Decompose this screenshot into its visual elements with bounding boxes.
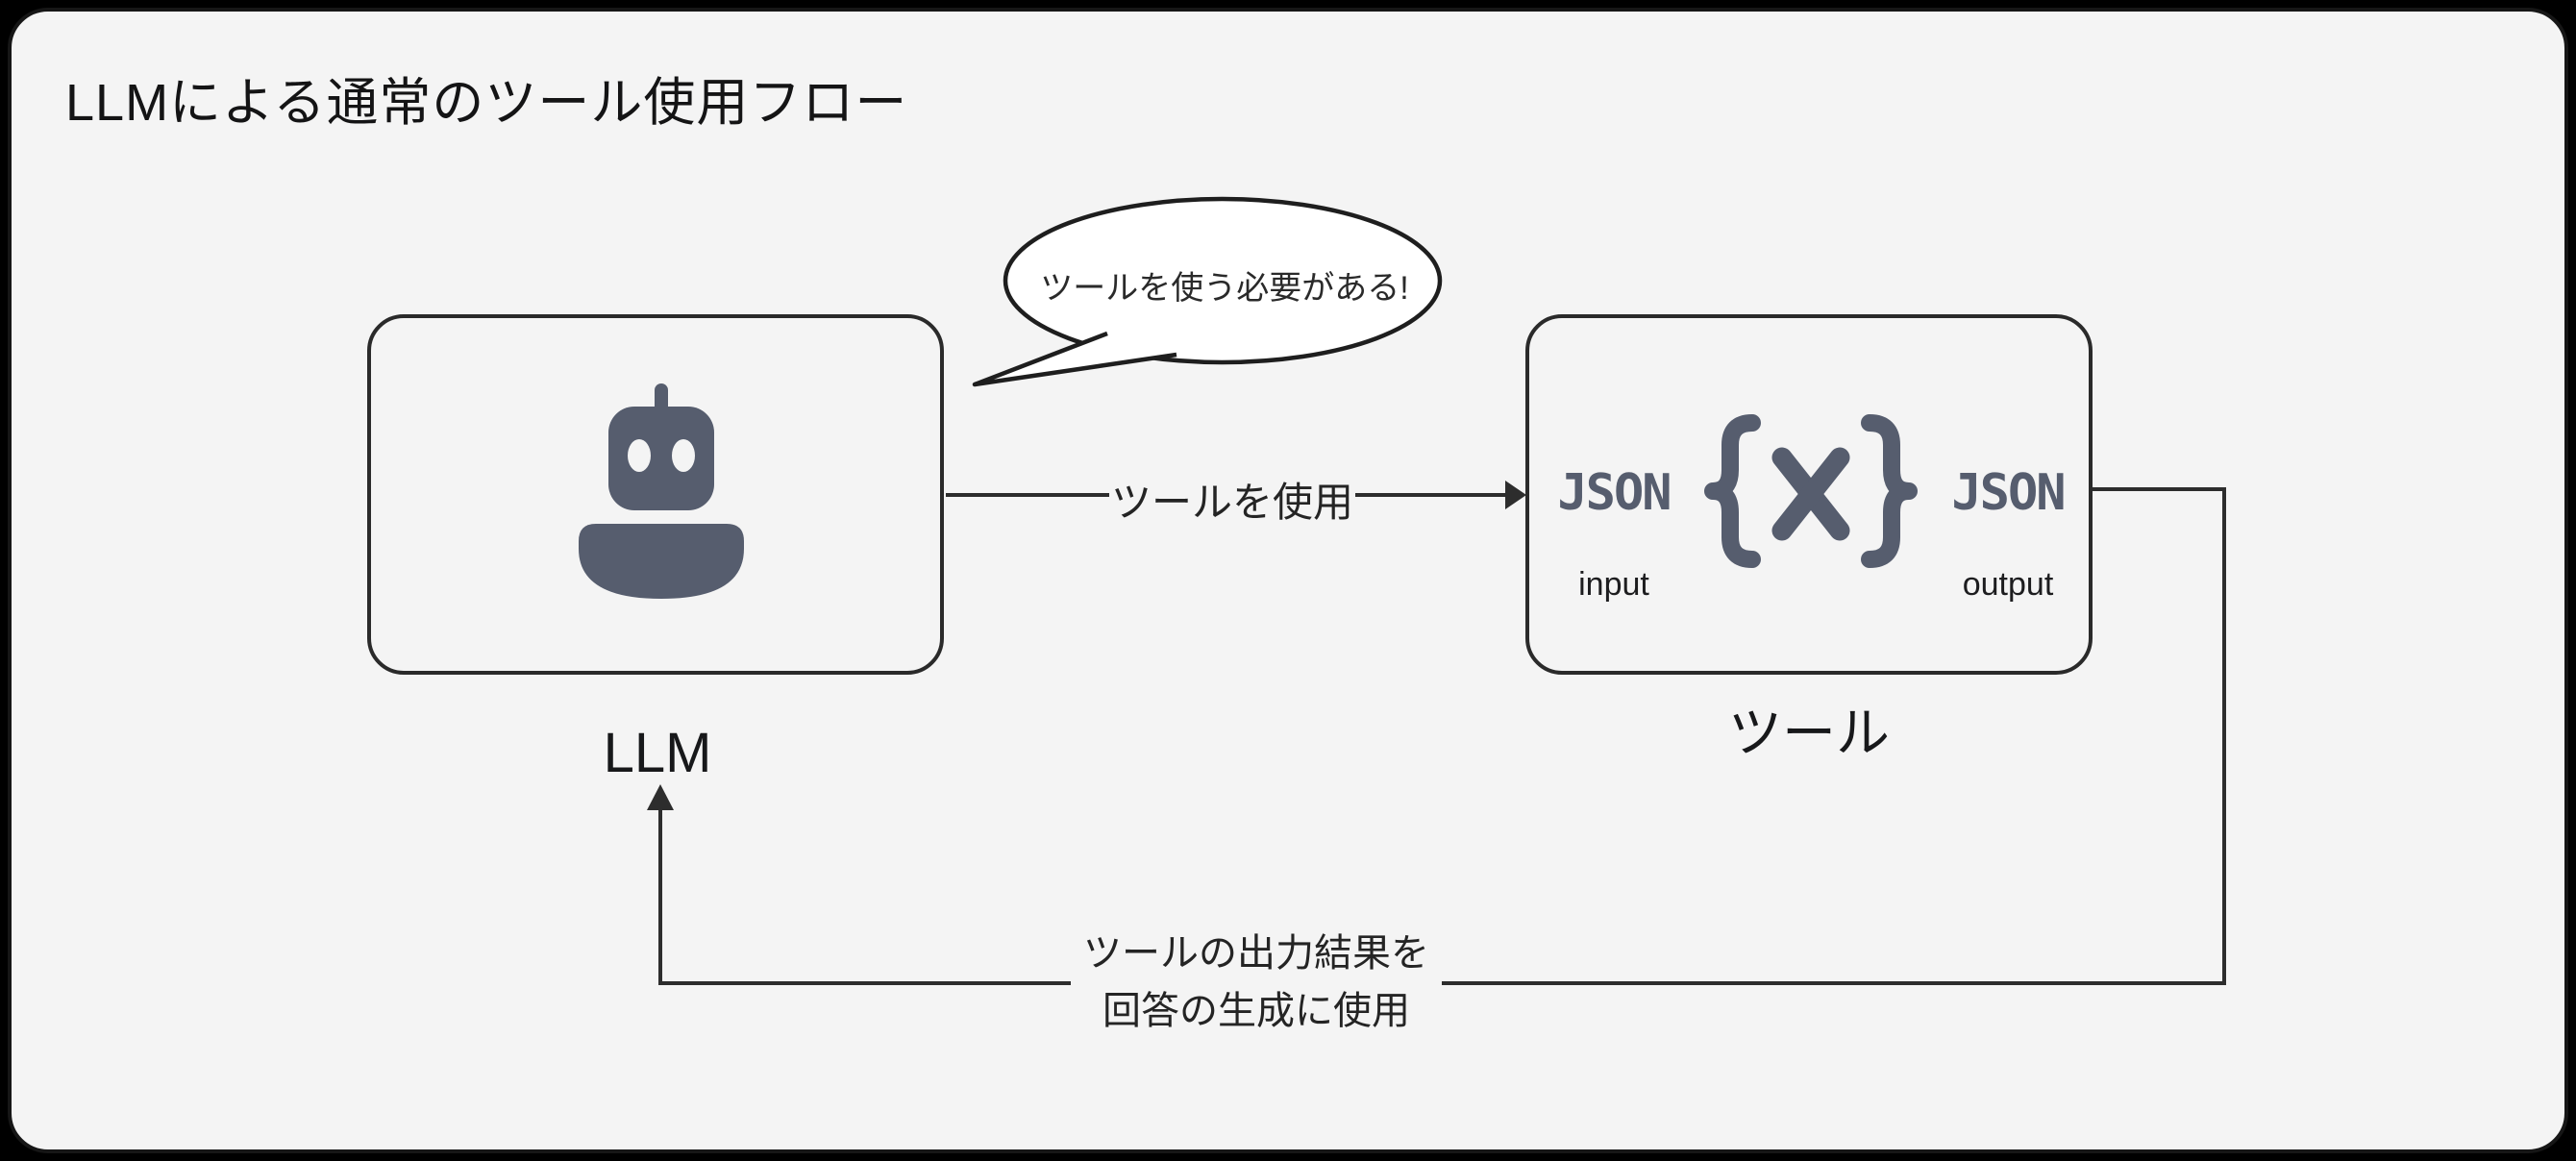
json-braces-icon	[1704, 414, 1918, 568]
speech-bubble	[972, 196, 1443, 387]
feedback-edge-line-right	[2222, 487, 2226, 985]
tool-input-caption: input	[1578, 566, 1649, 603]
feedback-edge-line-bottom-left	[662, 981, 1071, 985]
use-tool-edge-line-right	[1355, 493, 1507, 497]
arrowhead-right-icon	[1505, 481, 1526, 509]
tool-node-label: ツール	[1728, 703, 1890, 763]
tool-input-format-label: JSON	[1557, 464, 1672, 522]
arrowhead-up-icon	[647, 784, 674, 810]
tool-output-caption: output	[1962, 566, 2054, 603]
feedback-edge-label-line1: ツールの出力結果を	[1083, 932, 1429, 975]
feedback-edge-line-left	[658, 798, 662, 985]
speech-bubble-text: ツールを使う必要がある!	[1040, 270, 1409, 307]
feedback-edge-label-line2: 回答の生成に使用	[1102, 990, 1410, 1032]
feedback-edge-line-top	[2093, 487, 2226, 491]
use-tool-edge-label: ツールを使用	[1110, 480, 1353, 525]
use-tool-edge-line-left	[946, 493, 1109, 497]
robot-icon	[579, 383, 744, 599]
feedback-edge-label: ツールの出力結果を 回答の生成に使用	[1064, 925, 1449, 1040]
diagram-canvas: LLMによる通常のツール使用フロー LLM ツールを使う必要がある! ツールを使…	[8, 8, 2568, 1153]
diagram-title: LLMによる通常のツール使用フロー	[65, 74, 908, 132]
llm-node	[367, 314, 944, 675]
feedback-edge-line-bottom-right	[1442, 981, 2226, 985]
llm-node-label: LLM	[603, 722, 712, 784]
tool-node: JSON JSON input output	[1525, 314, 2093, 675]
tool-output-format-label: JSON	[1951, 464, 2066, 522]
